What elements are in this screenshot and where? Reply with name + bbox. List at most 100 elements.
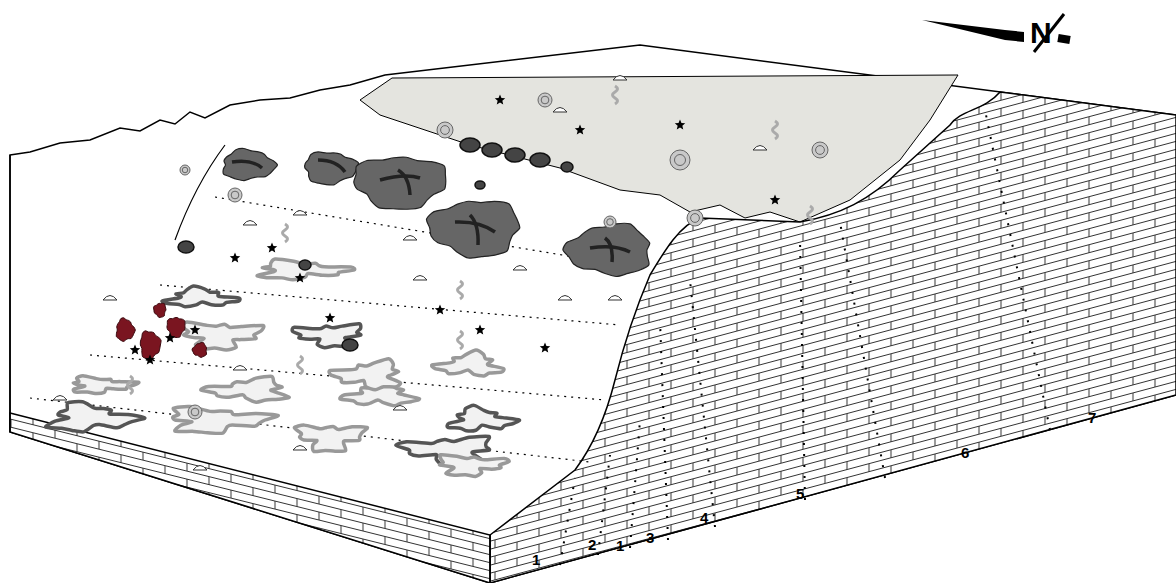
bed-boundary	[560, 478, 575, 565]
bed-boundary	[598, 455, 610, 555]
worm-tube	[458, 281, 463, 299]
callout-number: 1	[616, 538, 624, 553]
callout-number: 7	[1088, 410, 1096, 425]
ammonite-symbol	[670, 150, 690, 170]
crinoid-symbol	[145, 355, 155, 365]
shell-symbol	[193, 466, 207, 471]
crinoid-symbol	[130, 345, 140, 355]
callout-number: 3	[646, 530, 654, 545]
worm-tube	[613, 86, 618, 104]
shell-symbol	[53, 396, 67, 401]
limestone-base	[10, 413, 490, 583]
ammonite-shell	[538, 93, 552, 107]
crinoid-symbol	[165, 333, 175, 343]
chert-nodule	[223, 149, 277, 181]
ammonite-symbol	[188, 405, 202, 419]
ammonite-whorl	[191, 408, 199, 416]
crinoid-symbol	[540, 343, 550, 353]
shell-symbol	[233, 366, 247, 371]
crinoid-symbol	[295, 273, 305, 283]
sponge-structure	[447, 405, 519, 431]
ammonite-shell	[670, 150, 690, 170]
sponge-structure	[46, 402, 145, 432]
ammonite-whorl	[182, 167, 188, 173]
crinoid-symbol	[267, 243, 277, 253]
callout-number: 6	[961, 445, 969, 460]
burrow-trace	[470, 215, 478, 245]
bed-boundary	[630, 420, 640, 548]
worm-tube	[773, 121, 778, 139]
crinoid-symbol	[435, 305, 445, 315]
sponge-structure	[329, 359, 400, 390]
callout-number: 5	[796, 486, 804, 501]
ammonite-symbol	[812, 142, 828, 158]
iron-nodule	[116, 318, 135, 342]
worm-tube	[128, 376, 133, 394]
iron-nodule	[192, 342, 207, 357]
block-edge	[489, 535, 491, 583]
small-nodule	[530, 153, 550, 167]
ammonite-symbol	[228, 188, 242, 202]
ammonite-whorl	[691, 214, 700, 223]
north-label: N	[1030, 18, 1052, 48]
callout-number: 2	[588, 537, 596, 552]
sponge-structure	[162, 286, 240, 307]
bed-boundary	[660, 320, 668, 540]
ammonite-whorl	[675, 155, 686, 166]
ammonite-shell	[687, 210, 703, 226]
ammonite-whorl	[541, 96, 549, 104]
ammonite-whorl	[441, 126, 450, 135]
crinoid-symbol	[495, 95, 505, 105]
small-nodule	[342, 339, 358, 351]
chert-nodule	[354, 157, 446, 209]
ammonite-whorl	[231, 191, 239, 199]
north-arrow	[922, 20, 1024, 42]
chert-nodule	[426, 201, 519, 258]
crinoid-symbol	[190, 325, 200, 335]
small-nodule	[505, 148, 525, 162]
shell-symbol	[753, 146, 767, 151]
bed-boundary	[840, 222, 885, 478]
shell-symbol	[613, 76, 627, 81]
sponge-structure	[73, 376, 139, 394]
ammonite-symbol	[687, 210, 703, 226]
ammonite-symbol	[538, 93, 552, 107]
burrow-trace	[380, 176, 420, 180]
burrow-trace	[318, 160, 345, 172]
shell-symbol	[243, 221, 257, 226]
crinoid-symbol	[325, 313, 335, 323]
block-edge	[9, 155, 11, 432]
bed-boundary	[800, 240, 805, 500]
callout-number: 4	[700, 510, 708, 525]
small-nodule	[561, 162, 573, 172]
slope-edge	[175, 145, 225, 240]
shell-symbol	[103, 296, 117, 301]
burrow-trace	[232, 161, 262, 168]
small-nodule	[475, 181, 485, 189]
iron-nodule	[140, 331, 161, 360]
ammonite-symbol	[437, 122, 453, 138]
worm-tube	[458, 331, 463, 349]
shell-symbol	[413, 276, 427, 281]
ammonite-shell	[812, 142, 828, 158]
crinoid-symbol	[770, 195, 780, 205]
worm-tube	[808, 206, 813, 224]
crinoid-symbol	[575, 125, 585, 135]
block-outline	[10, 45, 1176, 583]
shell-symbol	[393, 406, 407, 411]
crinoid-symbol	[475, 325, 485, 335]
sponge-structure	[432, 350, 504, 376]
ammonite-whorl	[816, 146, 825, 155]
shell-symbol	[513, 266, 527, 271]
ammonite-symbol	[604, 216, 616, 228]
bed-boundary	[690, 280, 715, 527]
sponge-structure	[439, 455, 509, 477]
ammonite-whorl	[607, 219, 614, 226]
small-nodule	[460, 138, 480, 152]
sponge-structure	[201, 376, 289, 402]
chert-nodule	[305, 152, 359, 185]
shell-symbol	[558, 296, 572, 301]
bed-boundary	[30, 398, 590, 462]
sponge-structure	[182, 322, 264, 350]
shell-symbol	[608, 296, 622, 301]
